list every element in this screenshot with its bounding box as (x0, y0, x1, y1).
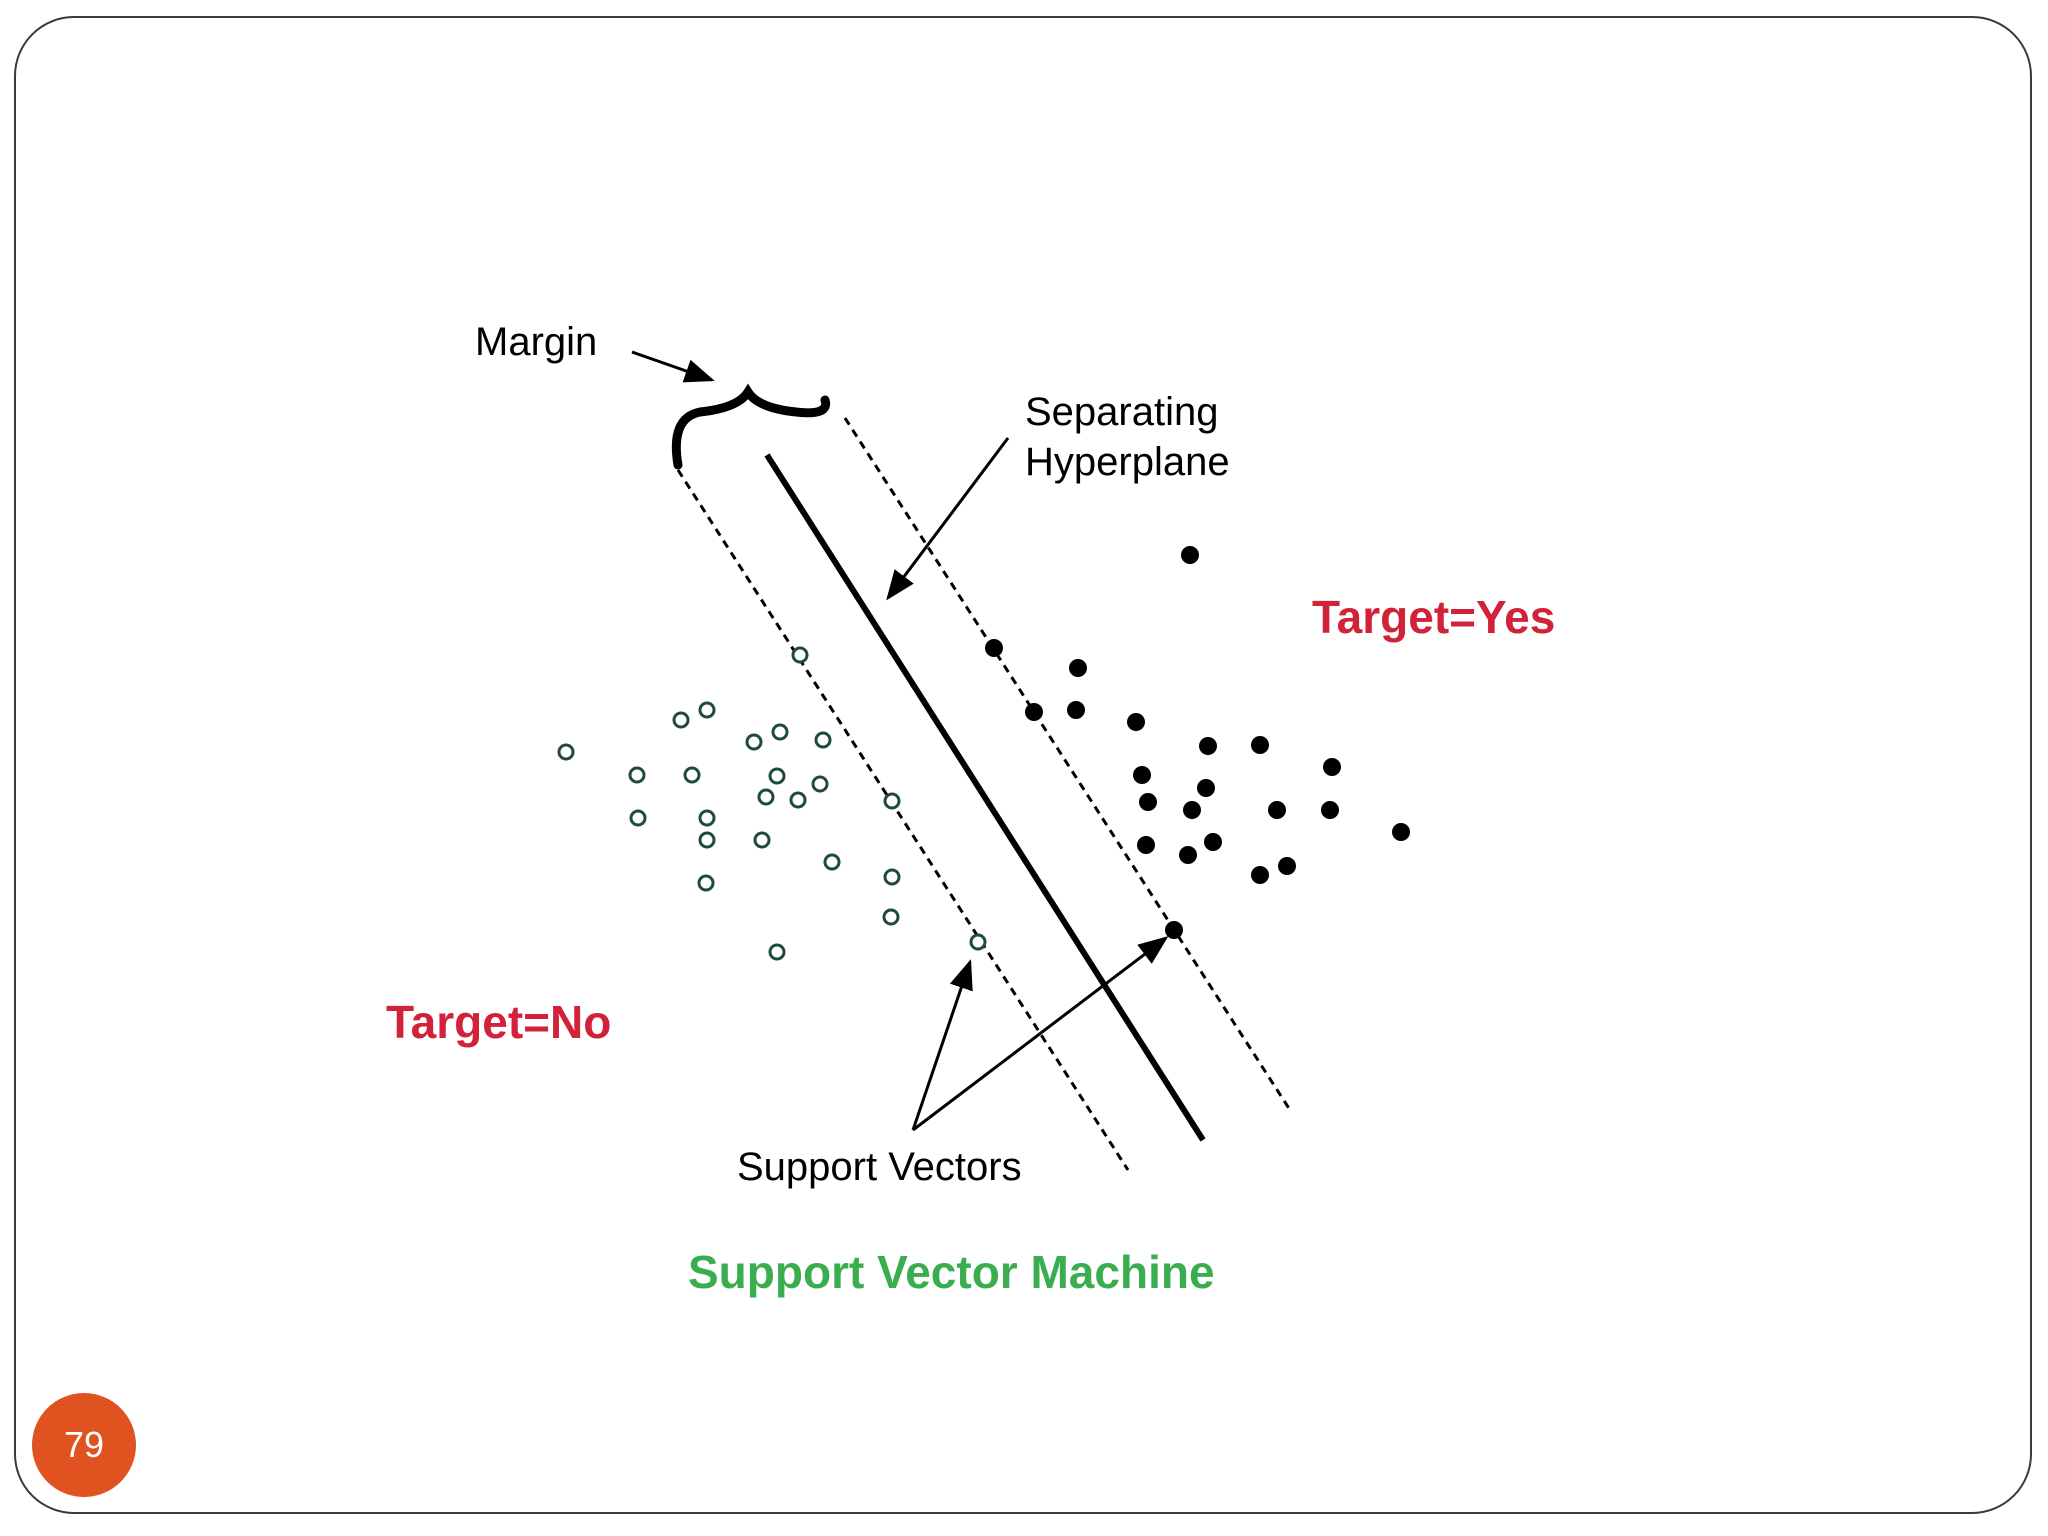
slide-frame (14, 16, 2032, 1514)
hollow-circle-icon (757, 788, 775, 806)
diagram-title: Support Vector Machine (688, 1246, 1215, 1298)
hollow-circle-icon (698, 831, 716, 849)
filled-circle-icon (1204, 833, 1222, 851)
hollow-circle-icon (753, 831, 771, 849)
hollow-circle-icon (698, 701, 716, 719)
separating-hyperplane-label-line2: Hyperplane (1025, 440, 1230, 484)
hollow-circle-icon (628, 766, 646, 784)
hollow-circle-icon (768, 767, 786, 785)
hollow-circle-icon (789, 791, 807, 809)
filled-circle-icon (1199, 737, 1217, 755)
filled-circle-icon (1197, 779, 1215, 797)
margin-boundary-right (843, 417, 1292, 1111)
filled-circle-icon (1165, 921, 1183, 939)
hollow-circle-icon (883, 792, 901, 810)
points-target-no (557, 646, 987, 961)
filled-circle-icon (1251, 736, 1269, 754)
filled-circle-icon (1139, 793, 1157, 811)
hollow-circle-icon (791, 646, 809, 664)
filled-circle-icon (1321, 801, 1339, 819)
support-vectors-label: Support Vectors (737, 1145, 1022, 1189)
margin-label: Margin (475, 320, 597, 364)
separating-hyperplane-line (764, 453, 1206, 1142)
filled-circle-icon (1133, 766, 1151, 784)
hollow-circle-icon (683, 766, 701, 784)
separating-hyperplane-label-line1: Separating (1025, 390, 1218, 434)
hollow-circle-icon (823, 853, 841, 871)
hollow-circle-icon (771, 723, 789, 741)
hollow-circle-icon (697, 874, 715, 892)
target-no-label: Target=No (386, 996, 611, 1048)
page-number-badge: 79 (32, 1393, 136, 1497)
filled-circle-icon (1069, 659, 1087, 677)
filled-circle-icon (1025, 703, 1043, 721)
filled-circle-icon (1278, 857, 1296, 875)
hollow-circle-icon (811, 775, 829, 793)
filled-circle-icon (1137, 836, 1155, 854)
filled-circle-icon (1392, 823, 1410, 841)
filled-circle-icon (985, 639, 1003, 657)
hollow-circle-icon (969, 933, 987, 951)
hollow-circle-icon (882, 908, 900, 926)
hollow-circle-icon (672, 711, 690, 729)
filled-circle-icon (1251, 866, 1269, 884)
support-vector-arrow-right (912, 936, 1169, 1132)
margin-boundary-left (676, 469, 1130, 1171)
hyperplane-arrow (886, 437, 1010, 601)
points-target-yes (985, 546, 1410, 939)
filled-circle-icon (1067, 701, 1085, 719)
hollow-circle-icon (557, 743, 575, 761)
target-yes-label: Target=Yes (1312, 591, 1555, 643)
hollow-circle-icon (698, 809, 716, 827)
margin-arrow (631, 350, 715, 383)
filled-circle-icon (1179, 846, 1197, 864)
hollow-circle-icon (883, 868, 901, 886)
filled-circle-icon (1127, 713, 1145, 731)
margin-brace-icon (671, 383, 831, 470)
filled-circle-icon (1268, 801, 1286, 819)
filled-circle-icon (1183, 801, 1201, 819)
hollow-circle-icon (629, 809, 647, 827)
filled-circle-icon (1181, 546, 1199, 564)
hollow-circle-icon (814, 731, 832, 749)
hollow-circle-icon (768, 943, 786, 961)
hollow-circle-icon (745, 733, 763, 751)
support-vector-arrow-left (911, 959, 973, 1131)
filled-circle-icon (1323, 758, 1341, 776)
